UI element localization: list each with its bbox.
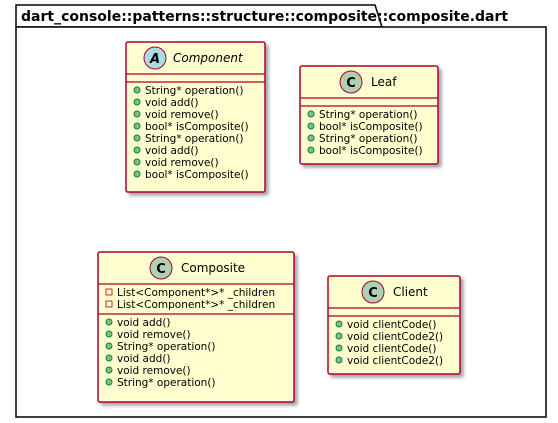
class-stereotype-icon bbox=[149, 256, 173, 280]
class-name: Client bbox=[393, 285, 428, 299]
private-visibility-icon bbox=[105, 300, 113, 308]
method-text: void add() bbox=[145, 97, 199, 109]
abstract-stereotype-icon bbox=[143, 46, 167, 70]
method-text: bool* isComposite() bbox=[145, 169, 249, 181]
class-stereotype-icon bbox=[361, 280, 385, 304]
method-text: void clientCode2() bbox=[347, 355, 443, 367]
public-visibility-icon bbox=[307, 146, 315, 154]
public-visibility-icon bbox=[105, 366, 113, 374]
method-text: void add() bbox=[145, 145, 199, 157]
method-list: String* operation()bool* isComposite()St… bbox=[307, 109, 423, 157]
public-visibility-icon bbox=[335, 356, 343, 364]
package-title: dart_console::patterns::structure::compo… bbox=[21, 9, 508, 25]
public-visibility-icon bbox=[133, 134, 141, 142]
class-component[interactable]: A Component String* operation()void add(… bbox=[125, 41, 266, 193]
method-text: void remove() bbox=[117, 329, 191, 341]
method-text: void clientCode2() bbox=[347, 331, 443, 343]
field-list: List<Component*>* _childrenList<Componen… bbox=[105, 287, 275, 311]
stereotype-letter: C bbox=[156, 262, 166, 277]
method-text: String* operation() bbox=[145, 133, 244, 145]
public-visibility-icon bbox=[105, 330, 113, 338]
public-visibility-icon bbox=[335, 320, 343, 328]
method-text: void remove() bbox=[145, 157, 219, 169]
public-visibility-icon bbox=[133, 98, 141, 106]
public-visibility-icon bbox=[105, 354, 113, 362]
class-composite[interactable]: C Composite List<Component*>* _childrenL… bbox=[97, 251, 295, 403]
public-visibility-icon bbox=[335, 332, 343, 340]
class-name: Leaf bbox=[371, 75, 397, 89]
method-list: void add()void remove()String* operation… bbox=[105, 317, 216, 389]
method-text: void add() bbox=[117, 317, 171, 329]
method-text: void clientCode() bbox=[347, 319, 436, 331]
public-visibility-icon bbox=[105, 318, 113, 326]
class-stereotype-icon bbox=[339, 70, 363, 94]
method-text: void add() bbox=[117, 353, 171, 365]
public-visibility-icon bbox=[133, 122, 141, 130]
method-text: String* operation() bbox=[145, 85, 244, 97]
class-box bbox=[327, 275, 461, 375]
class-box bbox=[125, 41, 266, 193]
method-text: String* operation() bbox=[319, 109, 418, 121]
method-text: String* operation() bbox=[319, 133, 418, 145]
method-text: String* operation() bbox=[117, 341, 216, 353]
stereotype-letter: C bbox=[346, 76, 356, 91]
public-visibility-icon bbox=[133, 146, 141, 154]
field-text: List<Component*>* _children bbox=[117, 287, 275, 299]
field-text: List<Component*>* _children bbox=[117, 299, 275, 311]
class-box bbox=[97, 251, 295, 403]
public-visibility-icon bbox=[335, 344, 343, 352]
public-visibility-icon bbox=[133, 110, 141, 118]
method-text: void clientCode() bbox=[347, 343, 436, 355]
class-name: Component bbox=[173, 51, 244, 65]
public-visibility-icon bbox=[307, 122, 315, 130]
method-text: void remove() bbox=[145, 109, 219, 121]
method-text: bool* isComposite() bbox=[145, 121, 249, 133]
class-name: Composite bbox=[181, 261, 245, 275]
public-visibility-icon bbox=[133, 158, 141, 166]
stereotype-letter: A bbox=[149, 52, 160, 67]
method-text: bool* isComposite() bbox=[319, 121, 423, 133]
private-visibility-icon bbox=[105, 288, 113, 296]
method-list: String* operation()void add()void remove… bbox=[133, 85, 249, 181]
public-visibility-icon bbox=[307, 110, 315, 118]
stereotype-letter: C bbox=[368, 286, 378, 301]
method-text: String* operation() bbox=[117, 377, 216, 389]
method-text: bool* isComposite() bbox=[319, 145, 423, 157]
public-visibility-icon bbox=[105, 378, 113, 386]
method-list: void clientCode()void clientCode2()void … bbox=[335, 319, 443, 367]
public-visibility-icon bbox=[307, 134, 315, 142]
method-text: void remove() bbox=[117, 365, 191, 377]
class-leaf[interactable]: C Leaf String* operation()bool* isCompos… bbox=[299, 65, 439, 165]
public-visibility-icon bbox=[105, 342, 113, 350]
class-box bbox=[299, 65, 439, 165]
public-visibility-icon bbox=[133, 86, 141, 94]
public-visibility-icon bbox=[133, 170, 141, 178]
class-client[interactable]: C Client void clientCode()void clientCod… bbox=[327, 275, 461, 375]
